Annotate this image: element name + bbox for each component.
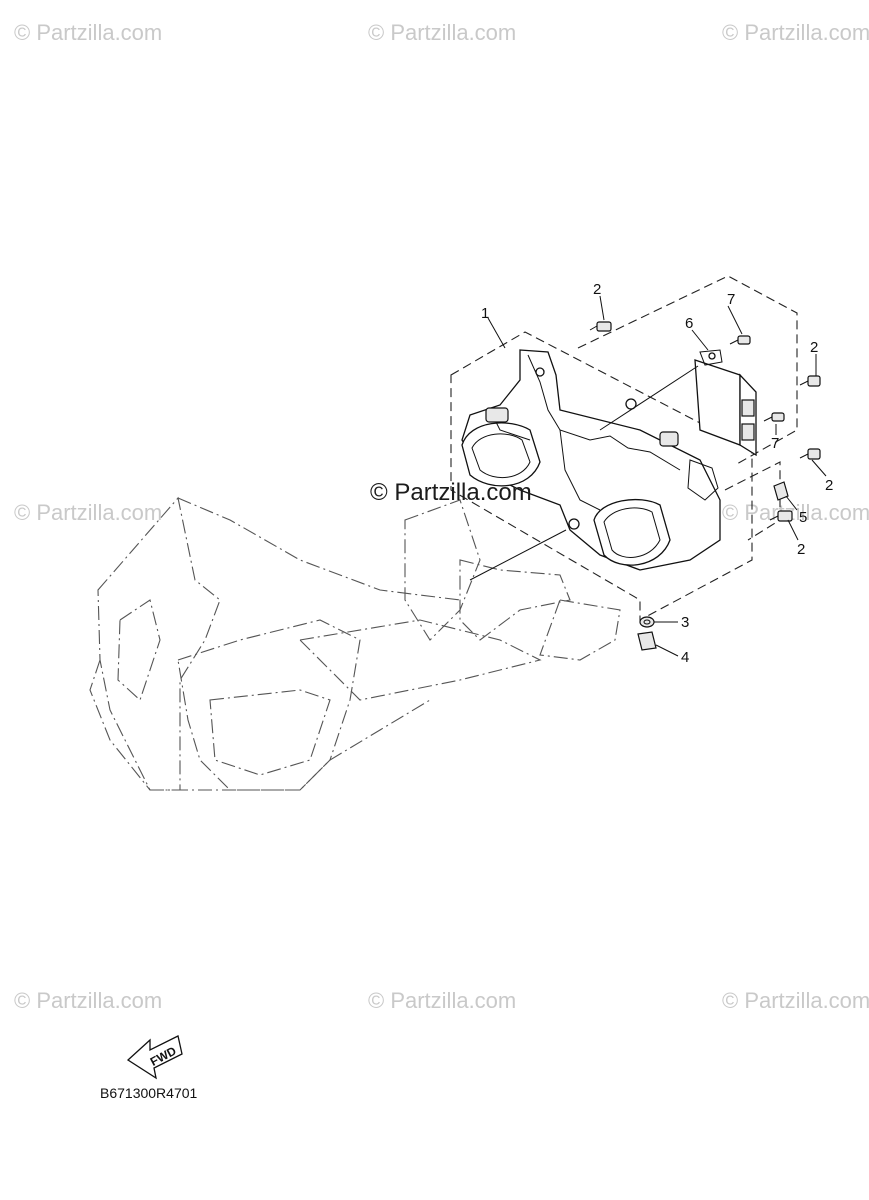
- watermark-bottom-left: © Partzilla.com: [14, 988, 162, 1013]
- callout-3: 3: [681, 614, 689, 631]
- control-unit: [599, 349, 757, 457]
- callout-4: 4: [681, 649, 689, 666]
- damper-4: [637, 631, 657, 651]
- screw-7-lower: [763, 412, 785, 422]
- callout-5: 5: [799, 509, 807, 526]
- grommet-3: [639, 616, 655, 628]
- watermark-top-right: © Partzilla.com: [722, 20, 869, 45]
- headlight-unit: [461, 349, 721, 571]
- watermark-top-left: © Partzilla.com: [14, 20, 162, 45]
- watermark-bottom-center: © Partzilla.com: [368, 988, 516, 1013]
- front-cowling-outline: [89, 496, 621, 791]
- screw-7-top: [729, 335, 751, 345]
- screw-2-right-mid: [799, 448, 821, 460]
- callout-numbers: 1 2 7 6 2 7 2 5 2 3 4: [481, 281, 833, 666]
- diagram-code: B671300R4701: [100, 1085, 198, 1101]
- watermark-mid-right: © Partzilla.com: [722, 500, 869, 525]
- screw-2-right-lower: [769, 510, 793, 522]
- screw-2-top: [589, 321, 612, 332]
- callout-7-lower: 7: [771, 435, 779, 452]
- callout-6: 6: [685, 315, 693, 332]
- fasteners: [589, 321, 821, 651]
- watermark-bottom-right: © Partzilla.com: [722, 988, 869, 1013]
- callout-2-right-upper: 2: [810, 339, 818, 356]
- watermark-top-center: © Partzilla.com: [368, 20, 516, 45]
- callout-2-right-mid: 2: [825, 477, 833, 494]
- screw-2-right-upper: [799, 375, 821, 387]
- nut-5: [773, 481, 789, 501]
- callout-1: 1: [481, 305, 489, 322]
- callout-leaders: [487, 295, 827, 657]
- callout-7-top: 7: [727, 291, 735, 308]
- watermark-center: © Partzilla.com: [370, 479, 532, 506]
- callout-2-top: 2: [593, 281, 601, 298]
- fwd-arrow: FWD: [126, 1035, 183, 1080]
- assembly-leader: [469, 529, 567, 581]
- watermarks: © Partzilla.com © Partzilla.com © Partzi…: [14, 20, 869, 1013]
- callout-2-right-lower: 2: [797, 541, 805, 558]
- watermark-mid-left: © Partzilla.com: [14, 500, 162, 525]
